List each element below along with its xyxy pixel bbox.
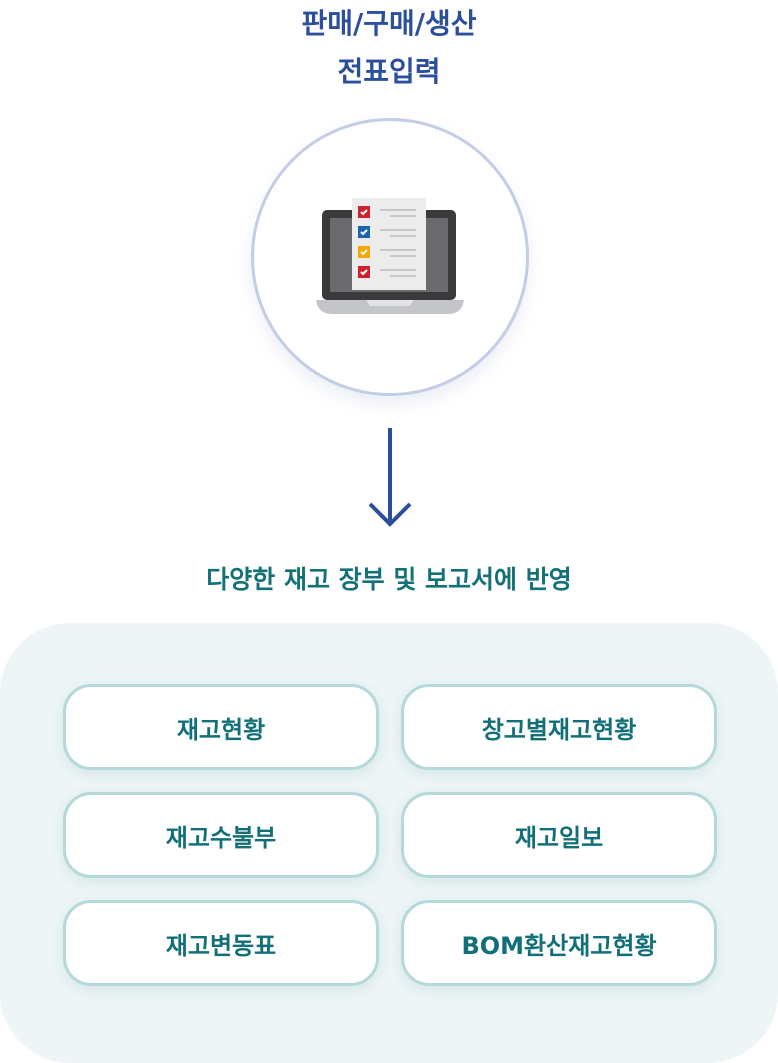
title-line-1: 판매/구매/생산 (301, 7, 477, 40)
laptop-checklist-icon (316, 198, 464, 314)
report-inventory-changes[interactable]: 재고변동표 (63, 900, 379, 986)
report-daily-inventory[interactable]: 재고일보 (401, 792, 717, 878)
arrow-down-icon (368, 428, 412, 527)
report-inventory-ledger[interactable]: 재고수불부 (63, 792, 379, 878)
report-inventory-status[interactable]: 재고현황 (63, 684, 379, 770)
title-line-2: 전표입력 (337, 55, 441, 88)
subtitle: 다양한 재고 장부 및 보고서에 반영 (206, 565, 572, 594)
report-bom-inventory[interactable]: BOM환산재고현황 (401, 900, 717, 986)
report-warehouse-inventory[interactable]: 창고별재고현황 (401, 684, 717, 770)
